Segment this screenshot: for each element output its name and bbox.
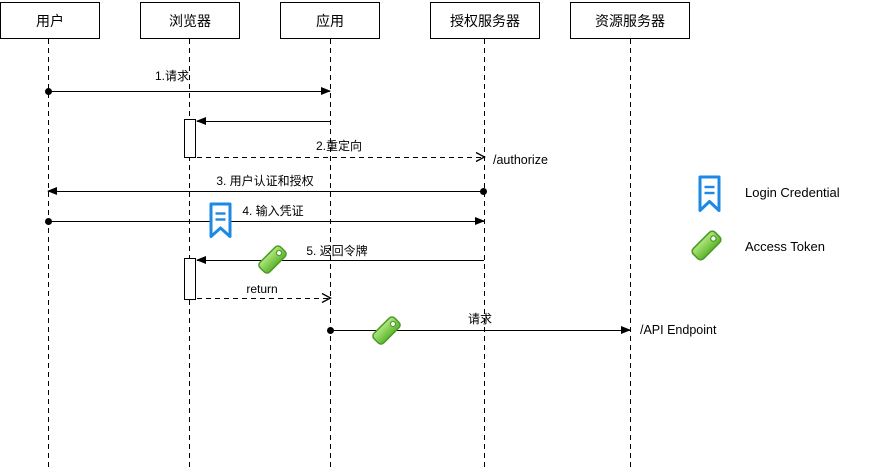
lifeline-browser bbox=[189, 39, 190, 471]
actor-box-auth-server: 授权服务器 bbox=[430, 2, 540, 39]
endpoint-label-authorize: /authorize bbox=[493, 153, 548, 167]
actor-label: 用户 bbox=[36, 12, 64, 29]
message-start-dot bbox=[327, 327, 334, 334]
actor-box-browser: 浏览器 bbox=[140, 2, 240, 39]
message-line bbox=[197, 298, 330, 299]
activation-bar-browser-1 bbox=[184, 119, 196, 158]
message-line bbox=[330, 330, 630, 331]
activation-bar-browser-2 bbox=[184, 258, 196, 300]
arrowhead-icon bbox=[196, 117, 206, 125]
open-arrowhead-icon bbox=[321, 292, 332, 304]
message-start-dot bbox=[480, 188, 487, 195]
arrowhead-icon bbox=[475, 217, 485, 225]
actor-label: 资源服务器 bbox=[595, 12, 665, 29]
actor-label: 浏览器 bbox=[169, 12, 211, 29]
actor-box-user: 用户 bbox=[0, 2, 100, 39]
message-line bbox=[197, 157, 484, 158]
lifeline-auth-server bbox=[484, 39, 485, 471]
message-label: 1.请求 bbox=[154, 69, 190, 83]
actor-label: 应用 bbox=[316, 12, 344, 29]
login-credential-icon bbox=[209, 202, 232, 238]
arrowhead-icon bbox=[621, 326, 631, 334]
arrowhead-icon bbox=[321, 87, 331, 95]
actor-box-resource-server: 资源服务器 bbox=[570, 2, 690, 39]
arrowhead-icon bbox=[47, 187, 57, 195]
lifeline-user bbox=[48, 39, 49, 471]
message-label: 请求 bbox=[467, 312, 493, 326]
message-line bbox=[48, 91, 330, 92]
arrowhead-icon bbox=[196, 256, 206, 264]
message-line bbox=[48, 221, 484, 222]
access-token-icon bbox=[691, 230, 722, 261]
actor-label: 授权服务器 bbox=[450, 12, 520, 29]
access-token-icon bbox=[258, 245, 287, 274]
message-label: 5. 返回令牌 bbox=[306, 244, 368, 258]
message-start-dot bbox=[45, 218, 52, 225]
actor-box-app: 应用 bbox=[280, 2, 380, 39]
open-arrowhead-icon bbox=[475, 151, 486, 163]
legend-label-login-credential: Login Credential bbox=[745, 185, 840, 200]
message-start-dot bbox=[45, 88, 52, 95]
login-credential-icon bbox=[698, 175, 721, 212]
lifeline-resource-server bbox=[630, 39, 631, 471]
endpoint-label-api: /API Endpoint bbox=[640, 323, 717, 337]
legend-label-access-token: Access Token bbox=[745, 239, 825, 254]
message-label: 2.重定向 bbox=[315, 139, 363, 153]
message-line bbox=[197, 260, 484, 261]
message-line bbox=[48, 191, 484, 192]
message-label: return bbox=[246, 282, 278, 296]
message-label: 3. 用户认证和授权 bbox=[216, 174, 314, 188]
lifeline-app bbox=[330, 39, 331, 471]
message-label: 4. 输入凭证 bbox=[242, 204, 304, 218]
message-line bbox=[197, 121, 330, 122]
access-token-icon bbox=[372, 316, 401, 345]
